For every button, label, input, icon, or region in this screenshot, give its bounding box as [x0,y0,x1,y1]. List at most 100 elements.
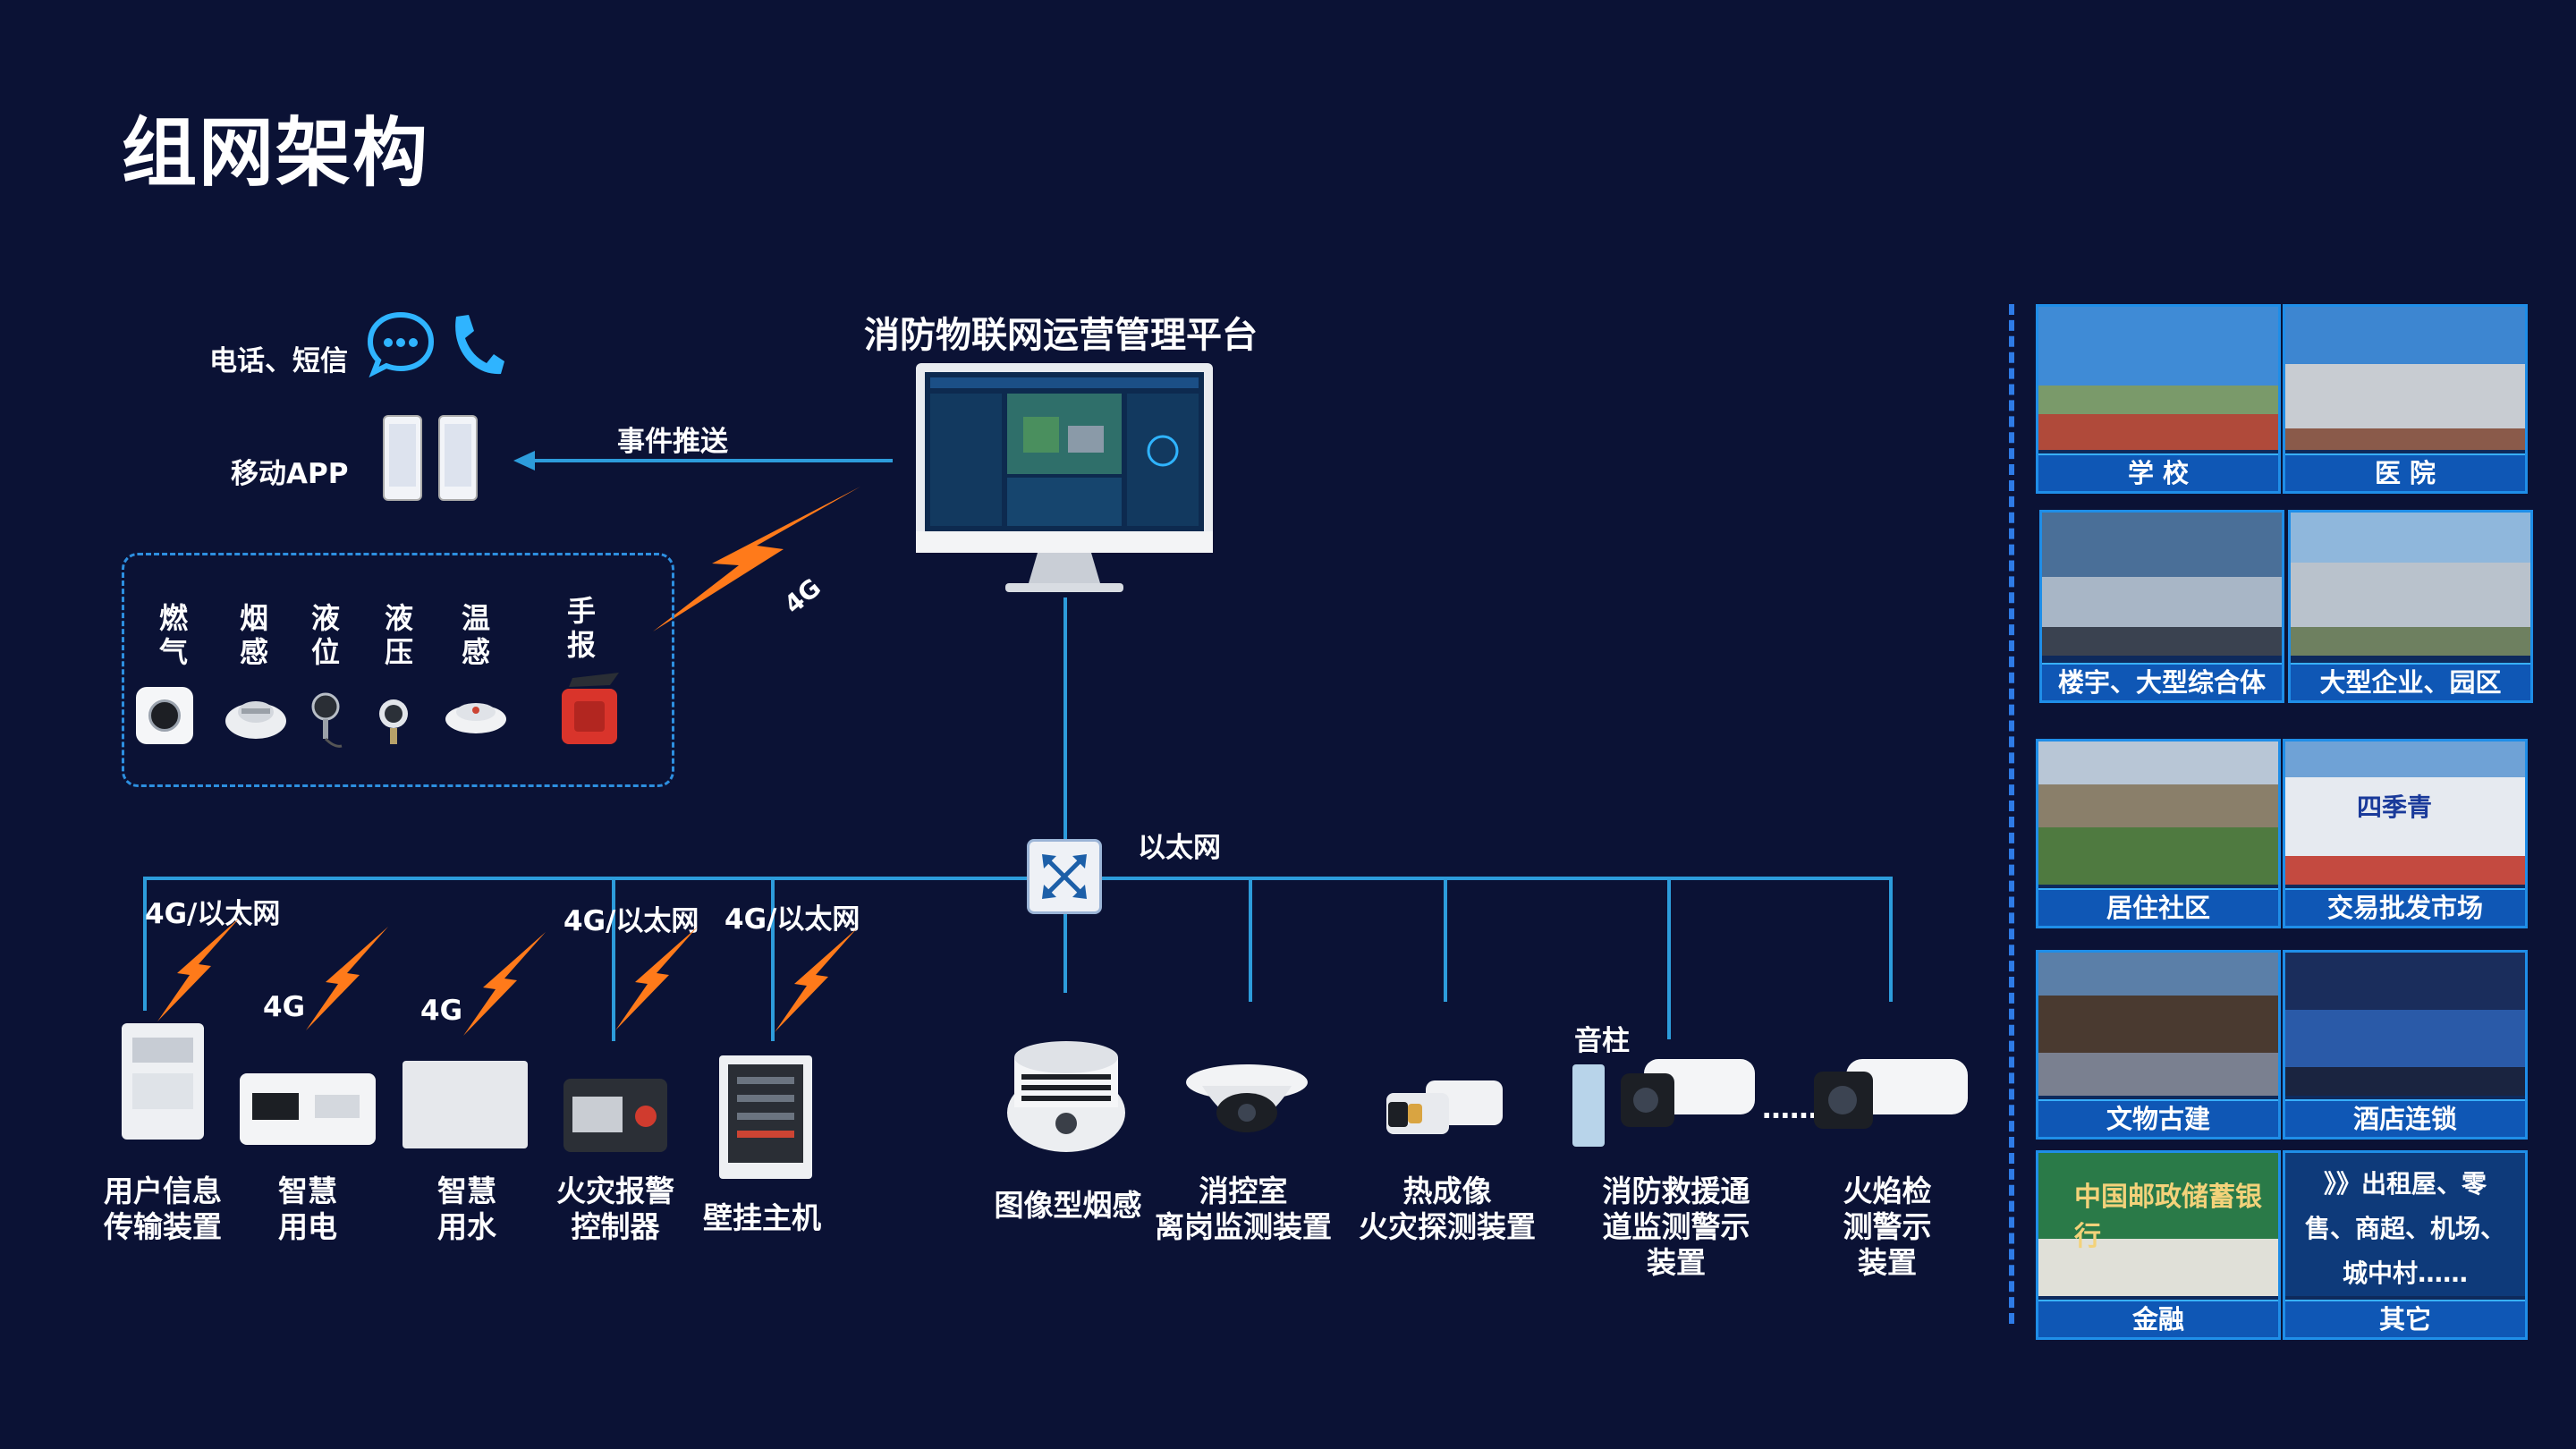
scenario-tile: 》》出租屋、零 售、商超、机场、 城中村…… 其它 [2283,1150,2528,1340]
device-label: 智慧 用电 [278,1174,337,1244]
manual-alarm-icon [560,673,619,748]
link-label: 4G [263,991,306,1023]
bank-sign: 中国邮政储蓄银行 [2074,1182,2262,1252]
sensor-label: 液 压 [384,601,413,669]
temperature-sensor-icon [444,696,508,737]
trunk-line [1063,597,1067,993]
smart-water-icon [402,1061,528,1148]
scenario-label: 其它 [2285,1300,2525,1337]
lightning-icon [154,916,243,1023]
scenario-label: 金融 [2038,1300,2278,1337]
scenario-photo [2285,1153,2525,1296]
device-label: 图像型烟感 [994,1188,1142,1223]
platform-title: 消防物联网运营管理平台 [864,315,1258,356]
drop-line [771,877,775,1041]
network-switch-icon [1027,839,1102,914]
drop-line [1667,877,1671,1039]
drop-line [1889,877,1893,1002]
scenario-photo [2038,307,2278,450]
pillar-label: 音柱 [1574,1025,1630,1057]
scenario-photo [2285,741,2525,885]
flame-detector-camera-icon [1810,1057,1970,1143]
link-label: 4G/以太网 [724,903,860,936]
ellipsis: …… [1762,1093,1818,1125]
phone-icon [447,311,506,379]
sensor-label: 烟 感 [239,601,268,669]
speaker-pillar-icon [1572,1064,1605,1147]
device-label: 热成像 火灾探测装置 [1359,1174,1536,1244]
bullet-camera-icon [1617,1057,1757,1143]
event-push-label: 事件推送 [617,426,728,458]
lightning-icon [612,925,701,1032]
monitor-icon [916,363,1213,597]
scenario-label: 酒店连锁 [2285,1099,2525,1137]
level-sensor-icon [308,692,343,751]
device-label: 消防救援通 道监测警示 装置 [1602,1174,1750,1280]
scenario-tile: 居住社区 [2036,739,2281,928]
chat-bubble-icon [367,309,435,378]
drop-line [143,877,147,1011]
scenario-tile: 酒店连锁 [2283,950,2528,1140]
pressure-sensor-icon [376,698,411,748]
phone-device-icon [438,415,478,501]
link-label: 4G [420,995,463,1027]
scenario-tile: 四季青交易批发市场 [2283,739,2528,928]
scenario-tile: 学 校 [2036,304,2281,494]
device-label: 火焰检 测警示 装置 [1843,1174,1932,1280]
wall-mounted-host-icon [719,1055,812,1179]
page-title: 组网架构 [122,109,430,197]
scenario-label: 居住社区 [2038,888,2278,926]
sensor-label: 燃 气 [158,601,188,669]
scenario-label: 文物古建 [2038,1099,2278,1137]
image-smoke-detector-icon [1005,1038,1127,1157]
scenario-photo [2038,1153,2278,1296]
scenario-label: 大型企业、园区 [2291,663,2530,700]
dome-camera-icon [1184,1059,1309,1145]
scenario-label: 楼宇、大型综合体 [2042,663,2282,700]
sensor-label: 液 位 [310,601,340,669]
scenario-label: 医 院 [2285,453,2525,491]
ethernet-label: 以太网 [1138,832,1221,864]
phone-device-icon [383,415,422,501]
scenario-photo [2042,513,2282,656]
fire-alarm-controller-icon [564,1079,667,1152]
bus-line [143,877,1893,880]
scenario-photo [2038,741,2278,885]
drop-line [612,877,615,1041]
link-label: 4G/以太网 [145,898,281,930]
lightning-icon [649,483,864,635]
device-label: 智慧 用水 [437,1174,496,1244]
scenario-photo [2291,513,2530,656]
device-label: 壁挂主机 [703,1200,821,1235]
event-push-arrow [513,447,893,474]
market-sign: 四季青 [2357,792,2433,822]
scenario-photo [2285,953,2525,1096]
mobile-app-label: 移动APP [231,458,349,490]
scenario-tile: 医 院 [2283,304,2528,494]
scenario-tile: 中国邮政储蓄银行金融 [2036,1150,2281,1340]
gas-detector-icon [136,687,193,744]
drop-line [1249,877,1252,1002]
sensor-label: 温 感 [461,601,490,669]
lightning-icon [771,927,860,1034]
thermal-camera-icon [1381,1079,1508,1143]
device-label: 用户信息 传输装置 [104,1174,222,1244]
other-scenarios-text: 》》出租屋、零 售、商超、机场、 城中村…… [2304,1169,2505,1288]
scenario-label: 交易批发市场 [2285,888,2525,926]
sensor-label: 手 报 [566,594,596,662]
phone-sms-label: 电话、短信 [209,345,348,377]
scenario-tile: 文物古建 [2036,950,2281,1140]
device-label: 消控室 离岗监测装置 [1155,1174,1332,1244]
scenario-tile: 大型企业、园区 [2288,510,2533,703]
user-info-transmitter-icon [122,1023,204,1140]
sensor-group [122,553,674,787]
link-label: 4G/以太网 [564,905,699,937]
lightning-icon [302,925,392,1032]
lightning-icon [460,930,549,1038]
smoke-detector-icon [224,694,288,741]
smart-electricity-icon [240,1073,376,1145]
scenario-tile: 楼宇、大型综合体 [2039,510,2284,703]
device-label: 火灾报警 控制器 [556,1174,674,1244]
scenario-divider [2009,304,2014,1324]
scenario-photo [2038,953,2278,1096]
